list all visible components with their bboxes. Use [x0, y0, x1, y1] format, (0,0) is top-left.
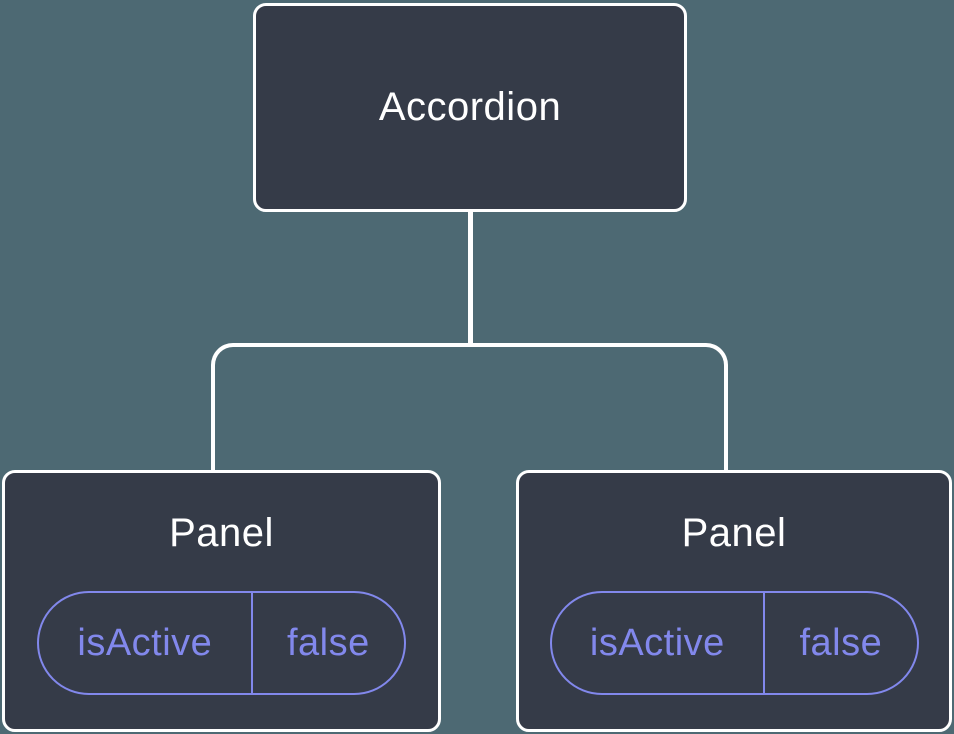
panel-node-left: Panel isActive false: [2, 470, 441, 732]
connector-bracket: [211, 343, 728, 470]
panel-left-label: Panel: [169, 511, 274, 555]
connector-stem: [468, 210, 473, 345]
accordion-node-label: Accordion: [378, 85, 562, 129]
panel-left-state-key: isActive: [39, 593, 253, 693]
accordion-node: Accordion: [253, 3, 687, 212]
panel-right-state-key: isActive: [552, 593, 766, 693]
panel-right-state-value: false: [799, 621, 883, 664]
panel-right-label: Panel: [681, 511, 787, 555]
panel-node-right: Panel isActive false: [516, 470, 952, 732]
panel-left-state-value: false: [286, 621, 370, 664]
panel-left-state-pill: isActive false: [37, 591, 406, 695]
panel-right-state-pill: isActive false: [549, 591, 919, 695]
